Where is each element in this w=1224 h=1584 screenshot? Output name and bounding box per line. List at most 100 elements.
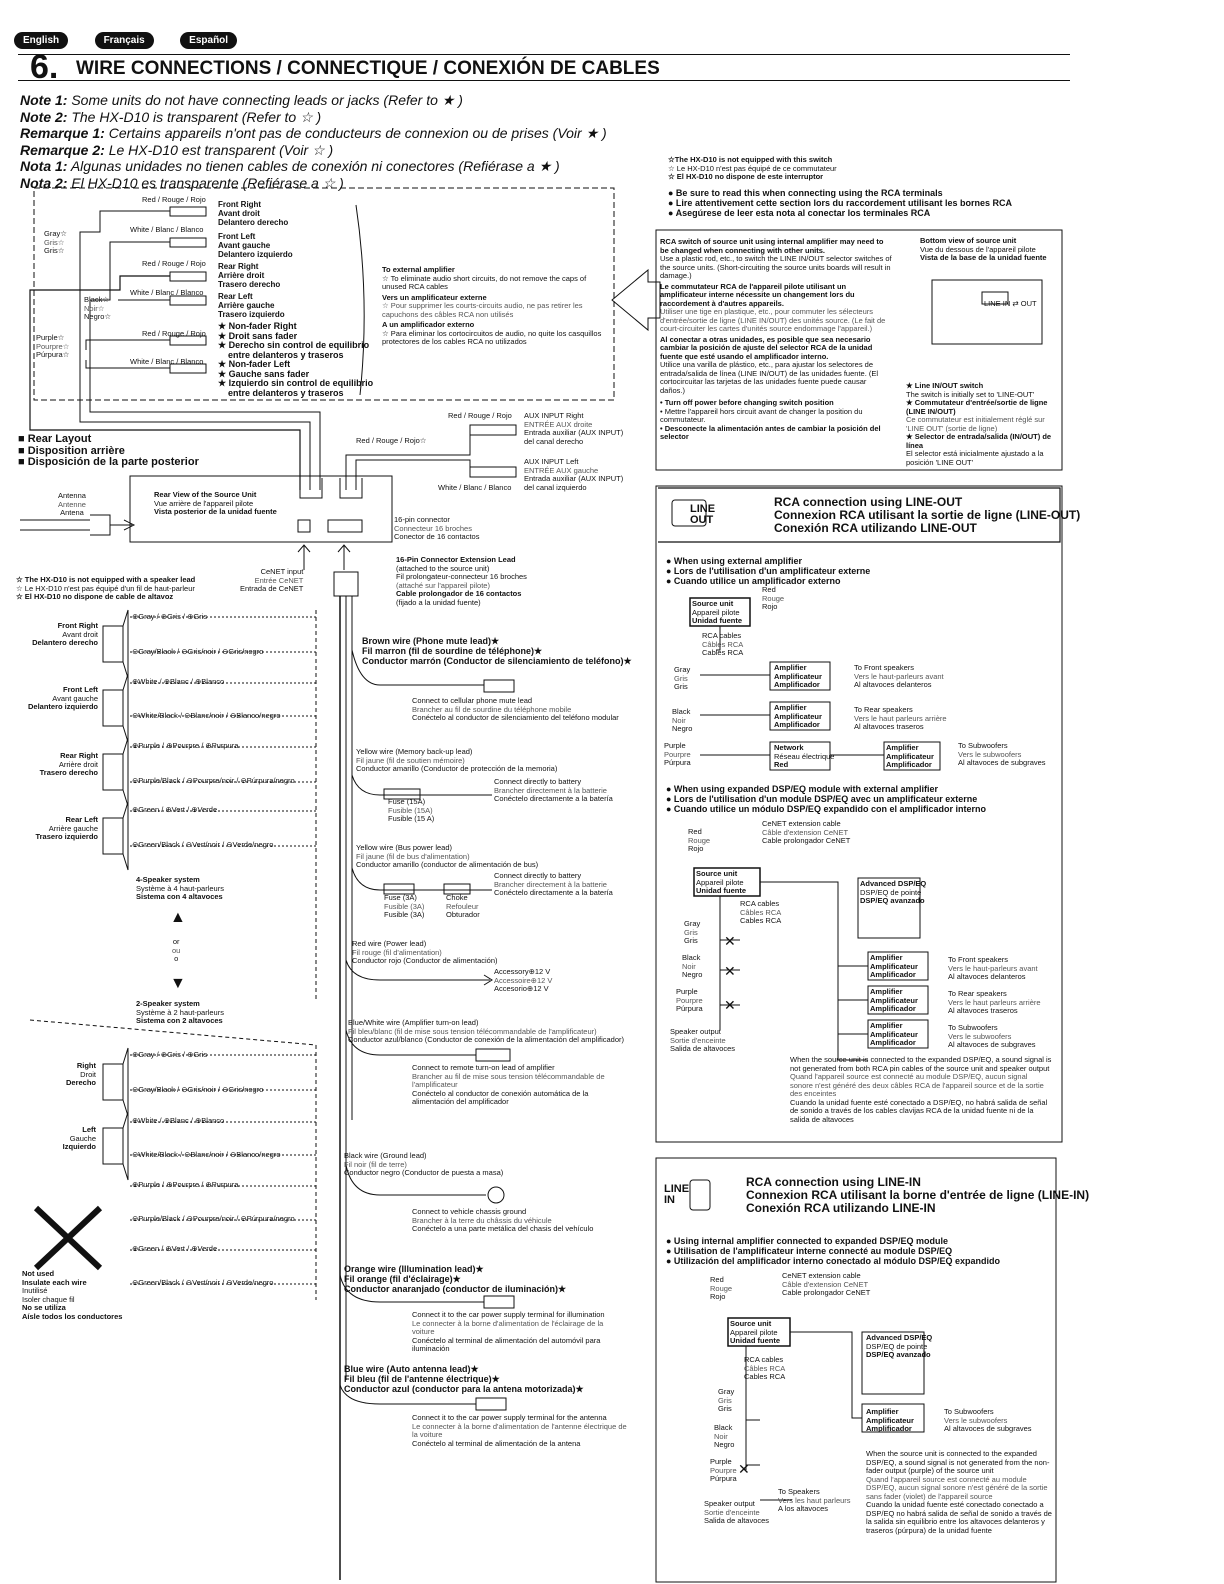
down-arrow-icon: ▼ [170,975,186,992]
fuse-15a: Fuse (15A)Fusible (15A)Fusible (15 A) [388,797,435,823]
line-in-out-switch[interactable]: LINE IN ⇄ OUT [984,299,1037,308]
note-1: Note 1: Some units do not have connectin… [20,92,463,108]
wire-purple-plus: ⊕Purple / ⊕Pourpre / ⊕Purpura [132,741,239,750]
internal-amp-heading: ● Using internal amplifier connected to … [666,1236,1000,1266]
external-amp-heading: ● When using external amplifier● Lors de… [666,556,871,586]
aux-white-label: White / Blanc / Blanco [438,483,512,492]
dsp-note: When the source unit is connected to the… [790,1055,1052,1124]
wire-white-minus: ⊖White/Black / ⊖Blanc/noir / ⊖Blanco/neg… [132,711,281,720]
yellow-memory-label: Yellow wire (Memory back-up lead)Fil jau… [356,747,558,773]
section-number: 6. [30,48,59,86]
wire-gray-plus: ⊕Gray / ⊕Gris / ⊕Gris [132,612,208,621]
blue-antenna-connect: Connect it to the car power supply termi… [412,1413,627,1448]
orange-wire-connect: Connect it to the car power supply termi… [412,1310,605,1353]
wire2-green-plus: ⊕Green / ⊕Vert / ⊕Verde [132,1244,218,1253]
label-white-3: White / Blanc / Blanco [130,357,204,366]
dsp-heading: ● When using expanded DSP/EQ module with… [666,784,986,814]
wire2-gray-plus: ⊕Gray / ⊕Gris / ⊕Gris [132,1050,208,1059]
up-arrow-icon: ▲ [170,909,186,926]
wire-white-plus: ⊕White / ⊕Blanc / ⊕Blanco [132,677,225,686]
yellow-bus-label: Yellow wire (Bus power lead)Fil jaune (f… [356,843,539,869]
tab-english[interactable]: English [14,32,69,49]
note-6: Nota 2: El HX-D10 es transparente (Refié… [20,174,344,191]
extension-lead-label: 16-Pin Connector Extension Lead(attached… [396,555,527,607]
wire2-green-minus: ⊖Green/Black / ⊖Vert/noir / ⊖Verde/negro [132,1278,274,1287]
language-tabs: English Français Español [14,30,259,49]
rca-output-box [33,187,615,401]
cross-icon: ✕ [724,963,736,979]
note-3: Remarque 1: Certains appareils n'ont pas… [20,125,607,141]
hx-speaker-note: ☆ The HX-D10 is not equipped with a spea… [16,575,196,601]
notes-block: Note 1: Some units do not have connectin… [20,92,607,191]
not-used-cross-icon [33,1205,103,1271]
black-ground-label: Black wire (Ground lead)Fil noir (fil de… [344,1151,504,1177]
brown-wire-label: Brown wire (Phone mute lead)★Fil marron … [362,636,632,666]
wire2-white-plus: ⊕White / ⊕Blanc / ⊕Blanco [132,1116,225,1125]
blue-antenna-label: Blue wire (Auto antenna lead)★Fil bleu (… [344,1364,584,1394]
wire-purple-minus: ⊖Purple/Black / ⊖Pourpre/noir / ⊖Púrpura… [132,776,295,785]
label-white-2: White / Blanc / Blanco [130,288,204,297]
label-gray: Gray☆Gris☆Gris☆ [44,229,67,255]
wire-green-minus: ⊖Green/Black / ⊖Vert/noir / ⊖Verde/negro [132,840,274,849]
speakers-4-system [102,609,129,871]
non-fader-labels: ★ Non-fader Right★ Droit sans fader★ Der… [218,321,374,398]
tab-francais[interactable]: Français [94,32,154,49]
speakers-2-system [102,1047,129,1181]
aux-red-star-label: Red / Rouge / Rojo☆ [356,436,427,445]
blue-white-connect: Connect to remote turn-on lead of amplif… [412,1063,605,1106]
external-amp-note: To external amplifier☆ To eliminate audi… [382,265,602,346]
tab-espanol[interactable]: Español [180,32,238,49]
hx-switch-note: ☆The HX-D10 is not equipped with this sw… [668,155,837,181]
